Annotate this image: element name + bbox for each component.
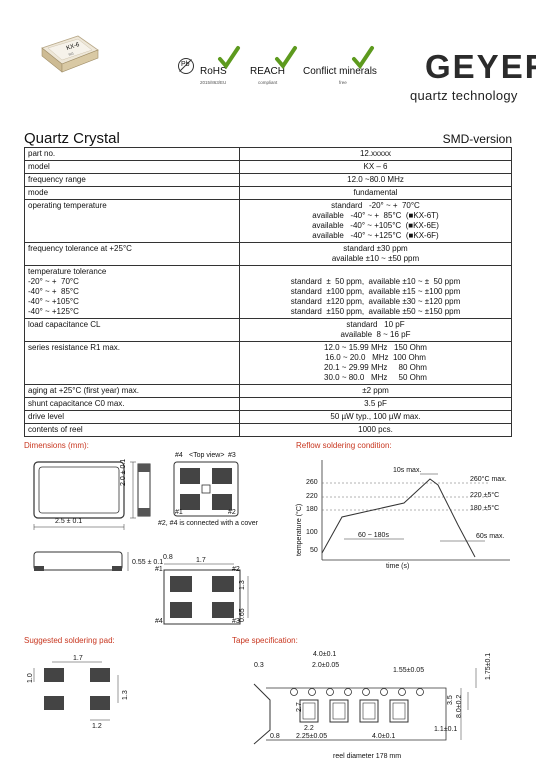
dim-width: 2.5 ± 0.1 (55, 518, 83, 525)
page-title: Quartz Crystal (24, 130, 120, 147)
table-row: aging at +25°C (first year) max.±2 ppm (24, 384, 512, 398)
conflict-minerals-badge: Conflict minerals free (303, 66, 377, 86)
checkmark-icon (352, 46, 374, 70)
checkmark-icon (275, 46, 297, 70)
reflow-profile-chart (321, 460, 510, 561)
dim-height: 2.0 ± 0.1 (120, 458, 127, 486)
version-label: SMD-version (442, 132, 512, 146)
dimensions-drawing (33, 461, 249, 625)
company-logo: GEYER (425, 48, 536, 85)
table-row: part no.12.xxxxx (24, 147, 512, 161)
pad-title: Suggested soldering pad: (24, 636, 115, 645)
dim-thickness: 0.55 ± 0.1 (132, 559, 164, 566)
checkmark-icon (218, 46, 240, 70)
table-row: series resistance R1 max.12.0 ~ 15.99 MH… (24, 341, 512, 385)
reflow-ylabel: temperature (°C) (296, 503, 303, 556)
crystal-package-image: KX-6 RG (41, 35, 99, 73)
reel-diameter: reel diameter 178 mm (333, 753, 402, 760)
table-row: shunt capacitance C0 max.3.5 pF (24, 397, 512, 411)
tape-title: Tape specification: (232, 636, 298, 645)
reflow-xlabel: time (s) (386, 563, 410, 570)
product-label: KX-6 (66, 42, 81, 52)
soldering-pad-drawing (33, 661, 119, 721)
pb-free-icon: Pb (178, 58, 194, 74)
tape-drawing (253, 668, 477, 745)
table-row: temperature tolerance -20° ~ + 70°C -40°… (24, 265, 512, 319)
rohs-badge: RoHS 2015/863/EU (200, 66, 227, 86)
cover-note: #2, #4 is connected with a cover (158, 520, 259, 527)
svg-text:RG: RG (68, 51, 74, 57)
top-view-label: <Top view> (189, 452, 225, 459)
reflow-title: Reflow soldering condition: (296, 441, 392, 450)
company-tagline: quartz technology (410, 88, 518, 103)
reach-badge: REACH compliant (250, 66, 286, 86)
product-image: KX-6 RG (38, 32, 100, 76)
dimensions-title: Dimensions (mm): (24, 441, 89, 450)
